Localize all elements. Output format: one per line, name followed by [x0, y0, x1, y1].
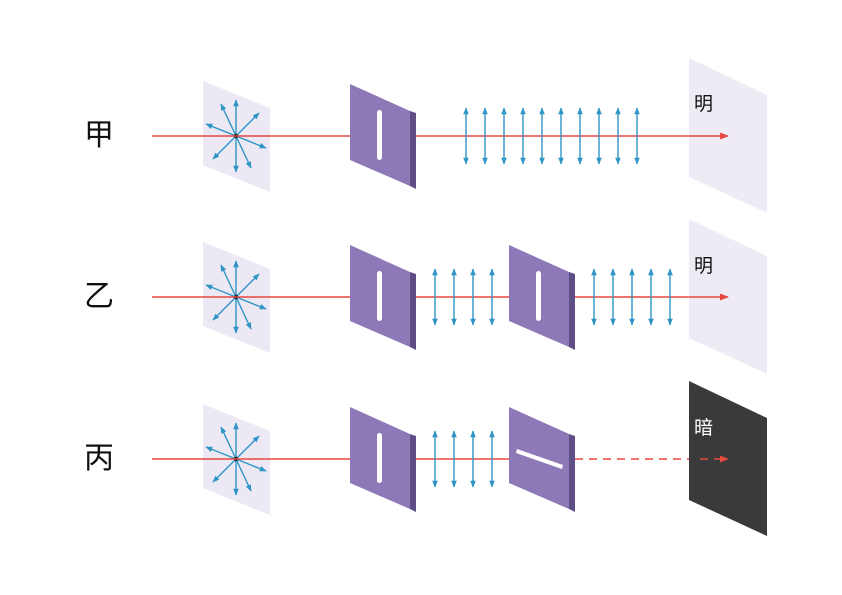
polarized-light-arrows [463, 107, 640, 165]
analyzer [509, 245, 575, 350]
unpolarized-light-icon [205, 99, 267, 173]
vertical-slit-icon [377, 110, 382, 160]
analyzer [509, 407, 575, 512]
screen-label-yi: 明 [694, 255, 714, 277]
unpolarized-light-icon [205, 422, 267, 496]
row-yi [152, 219, 767, 374]
polarized-light-arrows [432, 268, 495, 326]
vertical-slit-icon [377, 433, 382, 483]
row-label-jia: 甲 [84, 118, 114, 153]
polarizer [350, 245, 416, 350]
screen-label-bing: 暗 [694, 417, 714, 439]
horizontal-slit-icon [516, 449, 563, 469]
row-label-bing: 丙 [84, 441, 114, 476]
screen-label-jia: 明 [694, 93, 714, 115]
unpolarized-light-icon [205, 260, 267, 334]
row-jia [152, 58, 767, 213]
polarizer [350, 407, 416, 512]
vertical-slit-icon [377, 271, 382, 321]
polarized-light-arrows [591, 268, 673, 326]
row-bing [152, 381, 767, 536]
vertical-slit-icon [536, 271, 541, 321]
polarized-light-arrows [432, 430, 495, 488]
polarizer [350, 84, 416, 189]
row-label-yi: 乙 [84, 279, 114, 314]
